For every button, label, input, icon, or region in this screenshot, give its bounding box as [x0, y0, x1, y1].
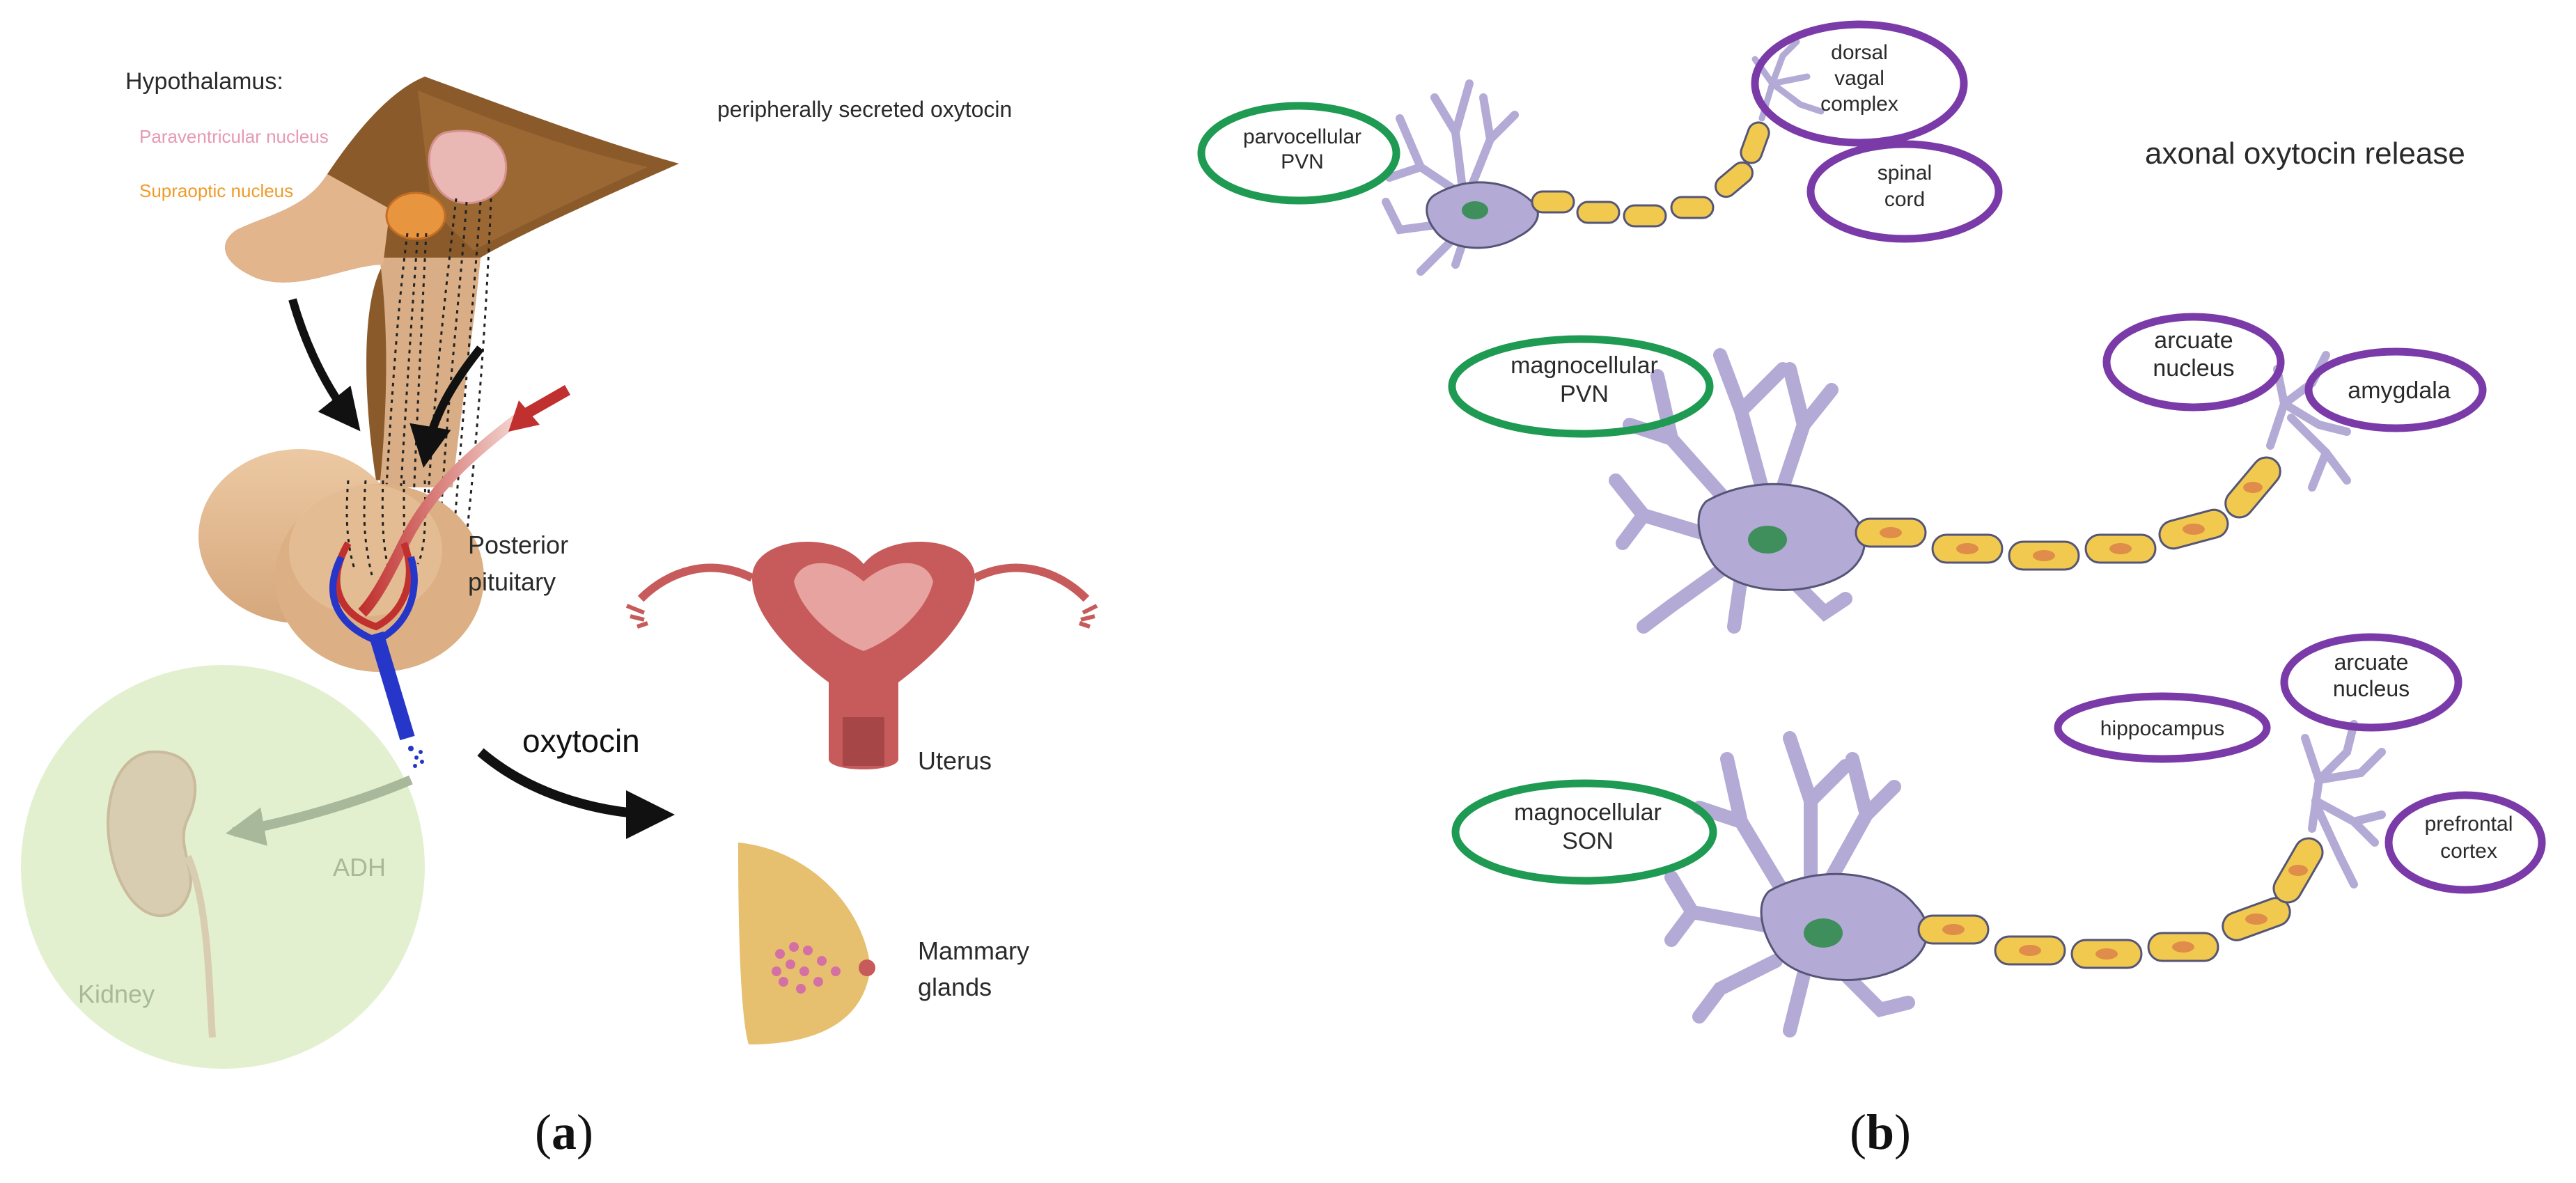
target-label-amygdala: amygdala [2348, 377, 2451, 404]
target-label-dvc-line2: vagal [1834, 67, 1884, 90]
target-label-arcuate-2-line2: nucleus [2153, 355, 2234, 382]
neuron-3-axon-nodes [1942, 865, 2308, 959]
target-ring-spinal-cord [1806, 140, 2003, 243]
target-label-prefrontal-line1: prefrontal [2425, 813, 2513, 836]
source-label-2-line1: magnocellular [1511, 352, 1658, 379]
tissue-highlight [418, 91, 648, 251]
source-label-2-line2: PVN [1560, 381, 1609, 407]
mammary-label-2: glands [918, 973, 992, 1001]
kidney-icon [107, 750, 197, 918]
flow-arrow-left [288, 298, 361, 432]
adh-arrow [225, 775, 413, 846]
panel-b-tag: (b) [1850, 1104, 1911, 1160]
vessel-droplets [408, 746, 424, 768]
posterior-pituitary-label-2: pituitary [468, 567, 556, 596]
source-ring-magnocellular-pvn [1448, 335, 1714, 438]
red-input-arrowhead [508, 400, 540, 432]
uterus-icon [625, 541, 1098, 769]
target-ring-amygdala [2304, 347, 2487, 432]
panel-b: axonal oxytocin release [1197, 20, 2546, 1160]
venous-vessel [368, 631, 415, 741]
source-label-1-line2: PVN [1281, 150, 1324, 173]
neuron-3-soma [1760, 872, 1928, 981]
oxytocin-arrow [477, 748, 675, 839]
source-label-3-line1: magnocellular [1514, 799, 1662, 826]
neuron-3-axon [1917, 837, 2324, 969]
target-ring-hippocampus [2054, 692, 2271, 763]
ureter [185, 855, 216, 1038]
source-label-1-line1: parvocellular [1243, 125, 1361, 148]
neuron-2-axon-nodes [1880, 482, 2263, 561]
target-label-spinal-line1: spinal [1878, 162, 1932, 185]
target-ring-prefrontal-cortex [2384, 791, 2546, 894]
target-label-dvc-line3: complex [1820, 93, 1898, 116]
target-label-arcuate-2-line1: arcuate [2154, 327, 2233, 354]
paraventricular-nucleus [428, 130, 508, 205]
mammary-label-1: Mammary [918, 937, 1029, 965]
source-label-3-line2: SON [1562, 828, 1614, 854]
posterior-pituitary-highlight [289, 484, 442, 616]
source-ring-parvocellular-pvn [1197, 102, 1400, 205]
neuron-1: parvocellular PVN dorsal vagal complex s… [1197, 20, 2003, 276]
neuron-3-nucleus [1804, 918, 1843, 948]
target-ring-dorsal-vagal-complex [1751, 20, 1968, 147]
target-label-arcuate-3-line2: nucleus [2333, 676, 2410, 701]
mammary-gland-icon [738, 843, 875, 1044]
supraoptic-nucleus [385, 191, 446, 240]
kidney-background [21, 665, 425, 1069]
arterial-vessel [358, 413, 522, 617]
hypothalamus-lower-lobe [225, 174, 390, 283]
oxytocin-label: oxytocin [522, 723, 640, 759]
target-ring-arcuate-nucleus-3 [2280, 633, 2462, 732]
adh-label: ADH [333, 853, 386, 882]
panel-b-title: axonal oxytocin release [2145, 136, 2465, 171]
target-label-prefrontal-line2: cortex [2440, 840, 2497, 863]
paraventricular-label: Paraventricular nucleus [139, 126, 329, 147]
neuron-3: magnocellular SON arcuate nucleus hippoc… [1451, 633, 2546, 1037]
panel-a-tag: (a) [535, 1104, 593, 1160]
neuron-3-terminal [2301, 720, 2386, 888]
panel-a: Hypothalamus: Paraventricular nucleus Su… [21, 68, 1098, 1160]
neuron-2-nucleus [1748, 526, 1787, 554]
target-label-hippocampus: hippocampus [2100, 717, 2224, 740]
target-label-spinal-line2: cord [1884, 188, 1925, 211]
target-ring-arcuate-nucleus-2 [2102, 313, 2285, 412]
flow-arrow-right [409, 345, 484, 468]
neuron-2-axon [1855, 456, 2281, 571]
uterus-label: Uterus [918, 746, 992, 775]
neuron-3-dendrites [1664, 731, 1915, 1037]
neuron-1-nucleus [1462, 201, 1488, 219]
target-label-arcuate-3-line1: arcuate [2334, 650, 2409, 675]
neuron-2: magnocellular PVN arcuate nucleus amygda… [1448, 313, 2487, 634]
target-label-dvc-line1: dorsal [1831, 41, 1888, 64]
kidney-label: Kidney [78, 980, 155, 1008]
posterior-pituitary-label-1: Posterior [468, 531, 568, 559]
peripheral-title: peripherally secreted oxytocin [717, 97, 1012, 122]
neuron-1-axon [1531, 121, 1770, 228]
hypothalamus-title: Hypothalamus: [125, 68, 283, 95]
source-ring-magnocellular-son [1451, 779, 1717, 885]
infundibulum [380, 258, 481, 487]
supraoptic-label: Supraoptic nucleus [139, 180, 293, 201]
